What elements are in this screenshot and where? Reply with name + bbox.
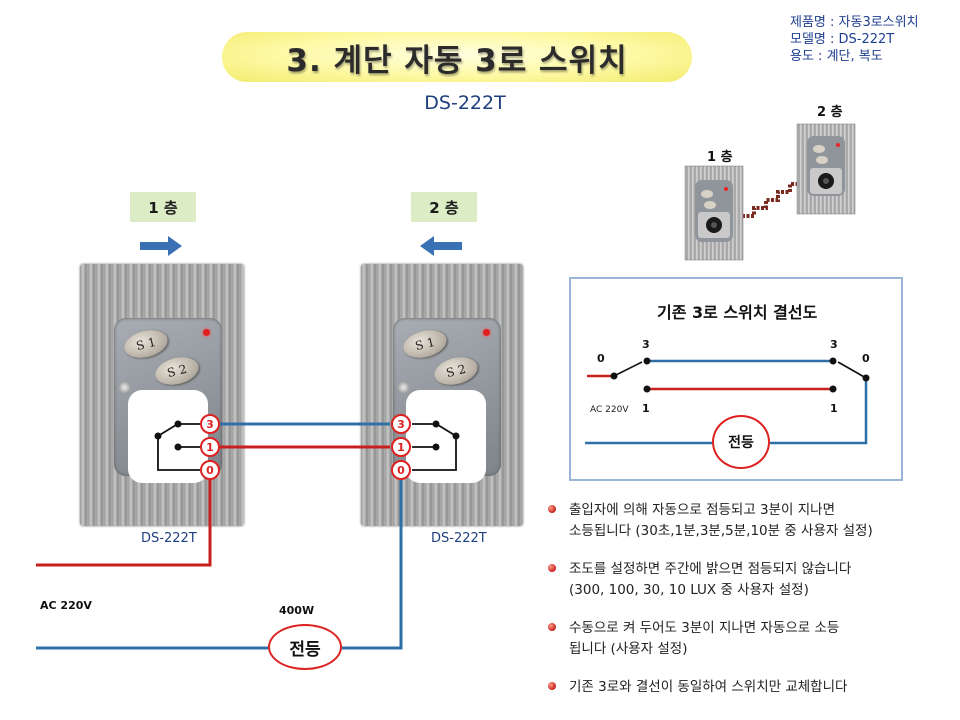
legacy-left-t1: 1: [642, 402, 650, 415]
terminal-3: 3: [391, 414, 411, 434]
photo-floor1-label: 1 층: [707, 150, 733, 165]
switch-wiring-box-floor2: [406, 390, 486, 483]
bullet-line: 수동으로 켜 두어도 3분이 지나면 자동으로 소등: [569, 620, 840, 636]
arrow-right-icon: [140, 236, 182, 256]
legacy-lamp-label: 전등: [728, 435, 754, 451]
legacy-ac-label: AC 220V: [590, 405, 629, 415]
feature-bullet: 기존 3로와 결선이 동일하여 스위치만 교체합니다: [548, 677, 847, 698]
photo-switch-floor1: [684, 165, 744, 261]
terminal-1: 1: [200, 437, 220, 457]
terminal-0: 0: [200, 460, 220, 480]
switch2-contact-dots: [432, 420, 460, 451]
product-info: 제품명 : 자동3로스위치 모델명 : DS-222T 용도 : 계단, 복도: [790, 14, 919, 65]
terminal-3: 3: [200, 414, 220, 434]
stair-wire: [742, 178, 804, 218]
legacy-left-common: 0: [597, 352, 605, 365]
bullet-icon: [548, 564, 556, 572]
legacy-diagram-title: 기존 3로 스위치 결선도: [657, 303, 818, 322]
model-subtitle: DS-222T: [424, 92, 506, 114]
bullet-icon: [548, 505, 556, 513]
product-usage: 용도 : 계단, 복도: [790, 49, 883, 64]
photo-switch-floor2: [796, 123, 856, 215]
lamp-icon: 전등: [268, 624, 342, 670]
photo-floor2-label: 2 층: [817, 105, 843, 120]
feature-bullet: 출입자에 의해 자동으로 점등되고 3분이 지나면 소등됩니다 (30초,1분,…: [548, 500, 873, 542]
bullet-line: 출입자에 의해 자동으로 점등되고 3분이 지나면: [569, 502, 836, 518]
switch-model-caption-floor1: DS-222T: [141, 531, 197, 546]
terminal-1: 1: [391, 437, 411, 457]
bullet-line: (300, 100, 30, 10 LUX 중 사용자 설정): [569, 582, 809, 598]
bullet-line: 조도를 설정하면 주간에 밝으면 점등되지 않습니다: [569, 561, 852, 577]
terminal-0: 0: [391, 460, 411, 480]
floor2-tag: 2 층: [411, 192, 477, 222]
power-rating-label: 400W: [279, 604, 315, 617]
legacy-right-t3: 3: [830, 338, 838, 351]
legacy-lamp-icon: 전등: [712, 415, 770, 469]
title-banner: 3. 계단 자동 3로 스위치: [222, 32, 692, 82]
bullet-icon: [548, 623, 556, 631]
feature-bullet: 조도를 설정하면 주간에 밝으면 점등되지 않습니다 (300, 100, 30…: [548, 559, 851, 601]
feature-bullet: 수동으로 켜 두어도 3분이 지나면 자동으로 소등 됩니다 (사용자 설정): [548, 618, 839, 660]
light-sensor: [398, 382, 409, 393]
legacy-right-t1: 1: [830, 402, 838, 415]
switch1-contact-dots: [154, 420, 182, 451]
installation-photo: [684, 123, 856, 261]
switch-wiring-box-floor1: [128, 390, 208, 483]
ac-live-wire: [36, 480, 212, 567]
product-name: 제품명 : 자동3로스위치: [790, 15, 919, 30]
lamp-label: 전등: [289, 639, 321, 660]
switch2-contacts: [412, 423, 457, 471]
bullet-line: 소등됩니다 (30초,1분,3분,5분,10분 중 사용자 설정): [569, 523, 873, 539]
bullet-line: 됩니다 (사용자 설정): [569, 641, 688, 657]
product-model: 모델명 : DS-222T: [790, 32, 895, 47]
arrow-left-icon: [420, 236, 462, 256]
status-led: [203, 329, 210, 336]
page-title: 3. 계단 자동 3로 스위치: [286, 42, 628, 79]
floor1-tag: 1 층: [130, 192, 196, 222]
switch-model-caption-floor2: DS-222T: [431, 531, 487, 546]
switch1-contacts: [157, 423, 200, 471]
bullet-line: 기존 3로와 결선이 동일하여 스위치만 교체합니다: [569, 679, 848, 695]
light-sensor: [119, 382, 130, 393]
legacy-right-common: 0: [862, 352, 870, 365]
bullet-icon: [548, 682, 556, 690]
lamp-return-wire: [342, 480, 403, 650]
status-led: [483, 329, 490, 336]
ac-voltage-label: AC 220V: [40, 599, 92, 612]
legacy-left-t3: 3: [642, 338, 650, 351]
